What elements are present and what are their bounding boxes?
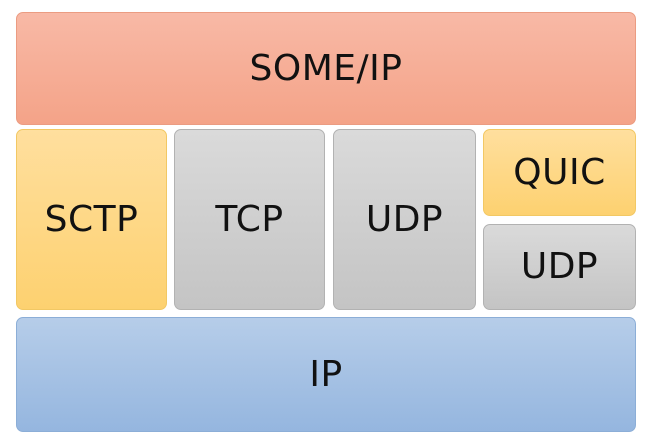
sctp-label: SCTP xyxy=(44,198,139,240)
tcp-block: TCP xyxy=(174,129,325,310)
sctp-block: SCTP xyxy=(16,129,167,310)
ip-label: IP xyxy=(309,353,343,395)
tcp-label: TCP xyxy=(215,198,284,240)
udp-under-quic-label: UDP xyxy=(520,246,599,287)
udp-under-quic-block: UDP xyxy=(483,224,636,310)
udp-block: UDP xyxy=(333,129,476,310)
udp-label: UDP xyxy=(365,198,444,240)
ip-layer-block: IP xyxy=(16,317,636,432)
some-ip-layer-block: SOME/IP xyxy=(16,12,636,125)
some-ip-label: SOME/IP xyxy=(249,47,403,89)
quic-label: QUIC xyxy=(513,151,606,193)
quic-block: QUIC xyxy=(483,129,636,216)
